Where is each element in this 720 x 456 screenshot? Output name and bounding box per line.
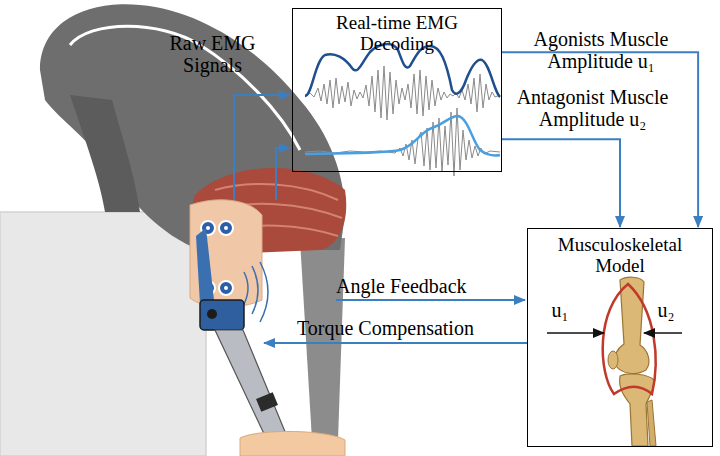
compensation-arrow <box>264 342 527 344</box>
lifting-box <box>0 212 206 456</box>
arrow-label: Torque Compensation <box>297 317 525 339</box>
force-label: u₁ <box>545 299 575 321</box>
knee-frame <box>196 228 214 304</box>
fibula-bone <box>647 400 656 446</box>
force-label: u₂ <box>651 299 681 321</box>
edge-label: Antagonist Muscle Amplitude u₂ <box>505 86 680 131</box>
edge-label: Agonists Muscle Amplitude u₁ <box>510 28 692 73</box>
signal-arcs <box>244 262 268 322</box>
knee-joint <box>207 309 217 319</box>
nerve-line <box>70 26 300 150</box>
force-arrow <box>547 332 604 334</box>
muscle-outline <box>603 284 656 394</box>
prosthetic-foot <box>240 431 345 456</box>
patella-bone <box>608 351 618 369</box>
box-title: Musculoskeletal Model <box>548 234 692 277</box>
force-arrow <box>644 332 682 334</box>
emg-leader-line <box>234 95 290 200</box>
box-title: Real-time EMG Decoding <box>297 12 497 55</box>
flow-arrow <box>502 139 620 227</box>
antagonist-envelope <box>305 116 500 155</box>
raw-emg-trace <box>305 108 500 176</box>
electrode-dot <box>224 286 228 290</box>
electrode-dot <box>206 226 210 230</box>
arrow-label: Angle Feedback <box>336 275 521 297</box>
prosthesis-socket <box>190 200 262 307</box>
prosthesis-pylon <box>215 330 286 438</box>
flow-arrow <box>502 52 698 227</box>
signal-label: Raw EMG Signals <box>150 32 275 77</box>
electrode <box>219 221 233 235</box>
raw-emg-trace <box>305 66 500 120</box>
arm-silhouette <box>70 95 140 212</box>
model-box: Musculoskeletal Model <box>527 228 713 447</box>
emg-leader-line <box>276 148 290 200</box>
pylon-clamp <box>256 392 278 412</box>
electrode-dot <box>224 226 228 230</box>
decoding-box: Real-time EMG Decoding <box>292 8 502 172</box>
prosthetic-knee <box>200 300 244 330</box>
feedback-arrow <box>336 299 525 301</box>
electrode <box>219 281 233 295</box>
